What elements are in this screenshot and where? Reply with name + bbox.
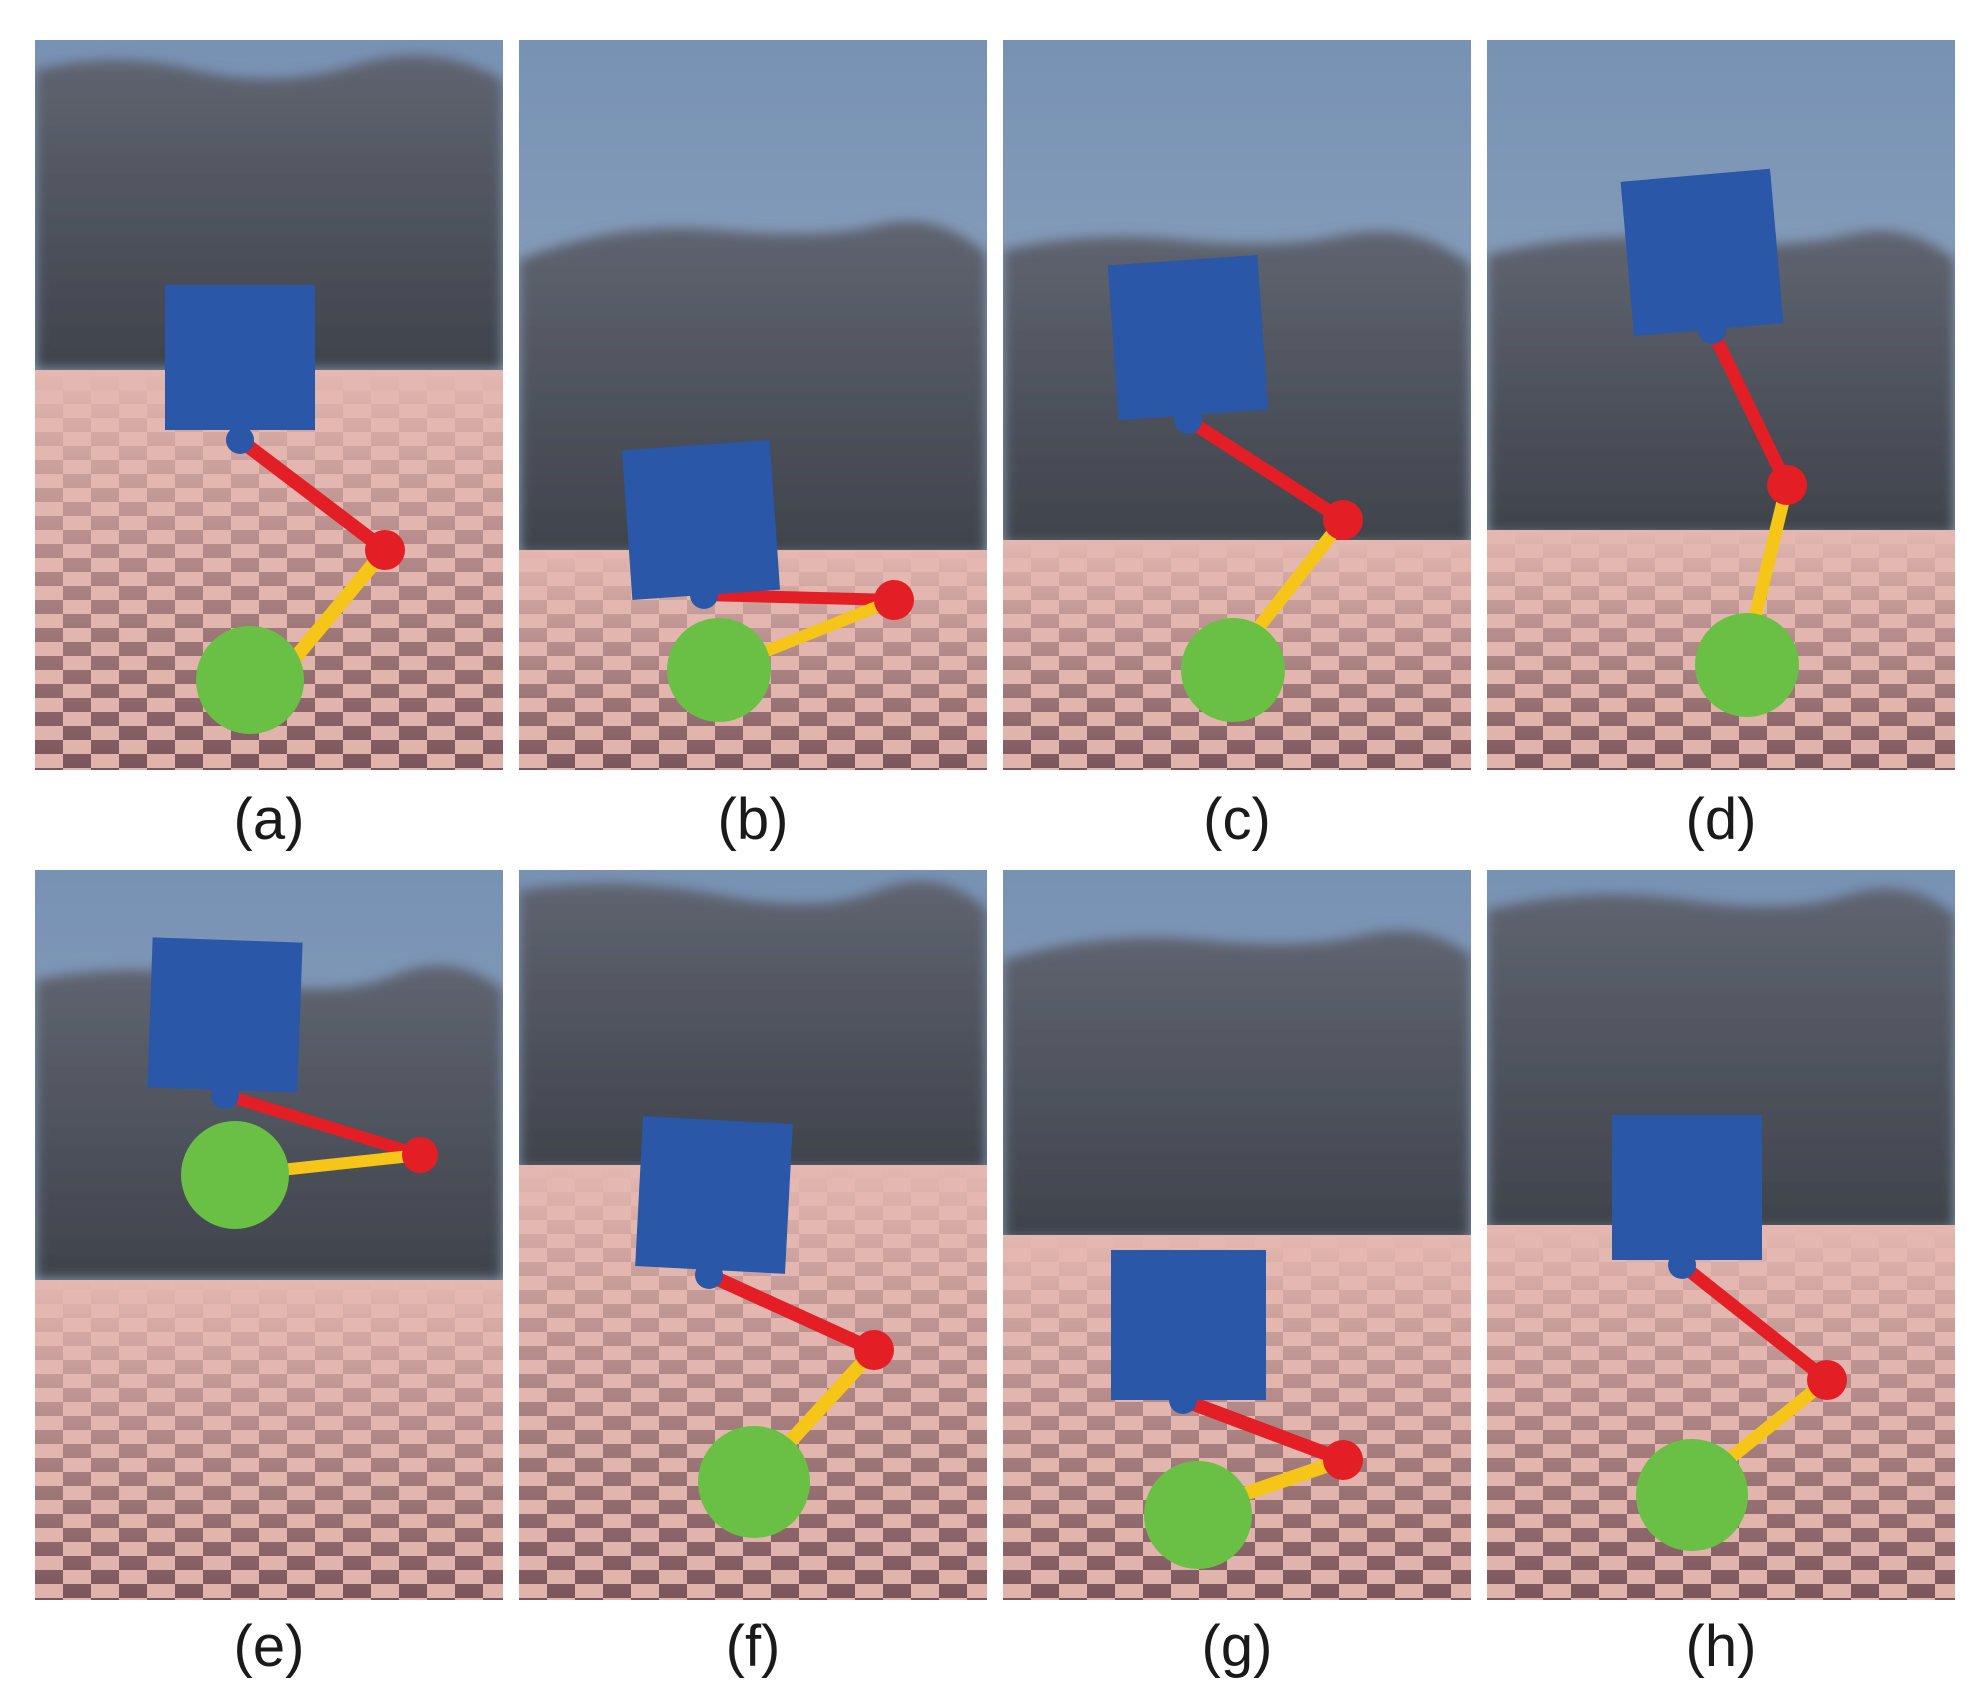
caption-b: (b) bbox=[717, 787, 789, 852]
caption-d: (d) bbox=[1685, 787, 1757, 852]
hopper-robot bbox=[621, 440, 914, 722]
simulation-frame-g bbox=[1003, 870, 1471, 1600]
hopper-robot bbox=[1107, 254, 1363, 722]
hopper-robot bbox=[635, 1116, 894, 1538]
panel-a bbox=[35, 40, 503, 770]
caption-c: (c) bbox=[1203, 787, 1271, 852]
simulation-frame-d bbox=[1487, 40, 1955, 770]
simulation-frame-h bbox=[1487, 870, 1955, 1600]
panel-d bbox=[1487, 40, 1955, 770]
panel-e bbox=[35, 870, 503, 1600]
hopper-robot bbox=[147, 937, 438, 1229]
panel-b bbox=[519, 40, 987, 770]
hopper-robot bbox=[1620, 168, 1807, 717]
caption-a: (a) bbox=[233, 787, 305, 852]
panel-c bbox=[1003, 40, 1471, 770]
simulation-frame-b bbox=[519, 40, 987, 770]
hopper-robot bbox=[165, 285, 405, 734]
caption-e: (e) bbox=[233, 1614, 305, 1679]
panel-g bbox=[1003, 870, 1471, 1600]
panel-h bbox=[1487, 870, 1955, 1600]
simulation-frame-f bbox=[519, 870, 987, 1600]
panel-f bbox=[519, 870, 987, 1600]
caption-g: (g) bbox=[1201, 1614, 1273, 1679]
hopper-robot bbox=[1111, 1250, 1363, 1569]
caption-f: (f) bbox=[725, 1614, 781, 1679]
hopper-robot bbox=[1612, 1115, 1847, 1551]
simulation-frame-e bbox=[35, 870, 503, 1600]
caption-h: (h) bbox=[1685, 1614, 1757, 1679]
simulation-frame-a bbox=[35, 40, 503, 770]
simulation-frame-c bbox=[1003, 40, 1471, 770]
